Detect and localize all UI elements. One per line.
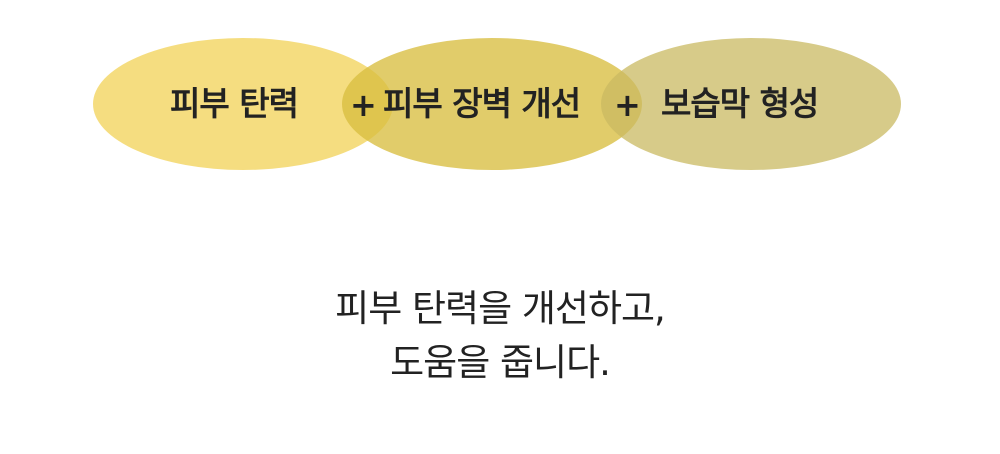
venn-circle-skin-barrier (342, 38, 642, 170)
caption-line-1: 피부 탄력을 개선하고, (335, 287, 666, 330)
venn-circle-moisture-film (601, 38, 901, 170)
venn-diagram: 피부 탄력 + 피부 장벽 개선 + 보습막 형성 (0, 0, 1000, 200)
plus-sign: + (614, 86, 641, 124)
caption: 피부 탄력을 개선하고, 도움을 줍니다. (0, 282, 1000, 390)
venn-label-skin-barrier: 피부 장벽 개선 (383, 84, 581, 123)
plus-sign: + (350, 86, 377, 124)
caption-line-2: 도움을 줍니다. (390, 341, 611, 384)
venn-label-moisture-film: 보습막 형성 (661, 84, 819, 123)
venn-label-skin-elasticity: 피부 탄력 (170, 84, 299, 123)
